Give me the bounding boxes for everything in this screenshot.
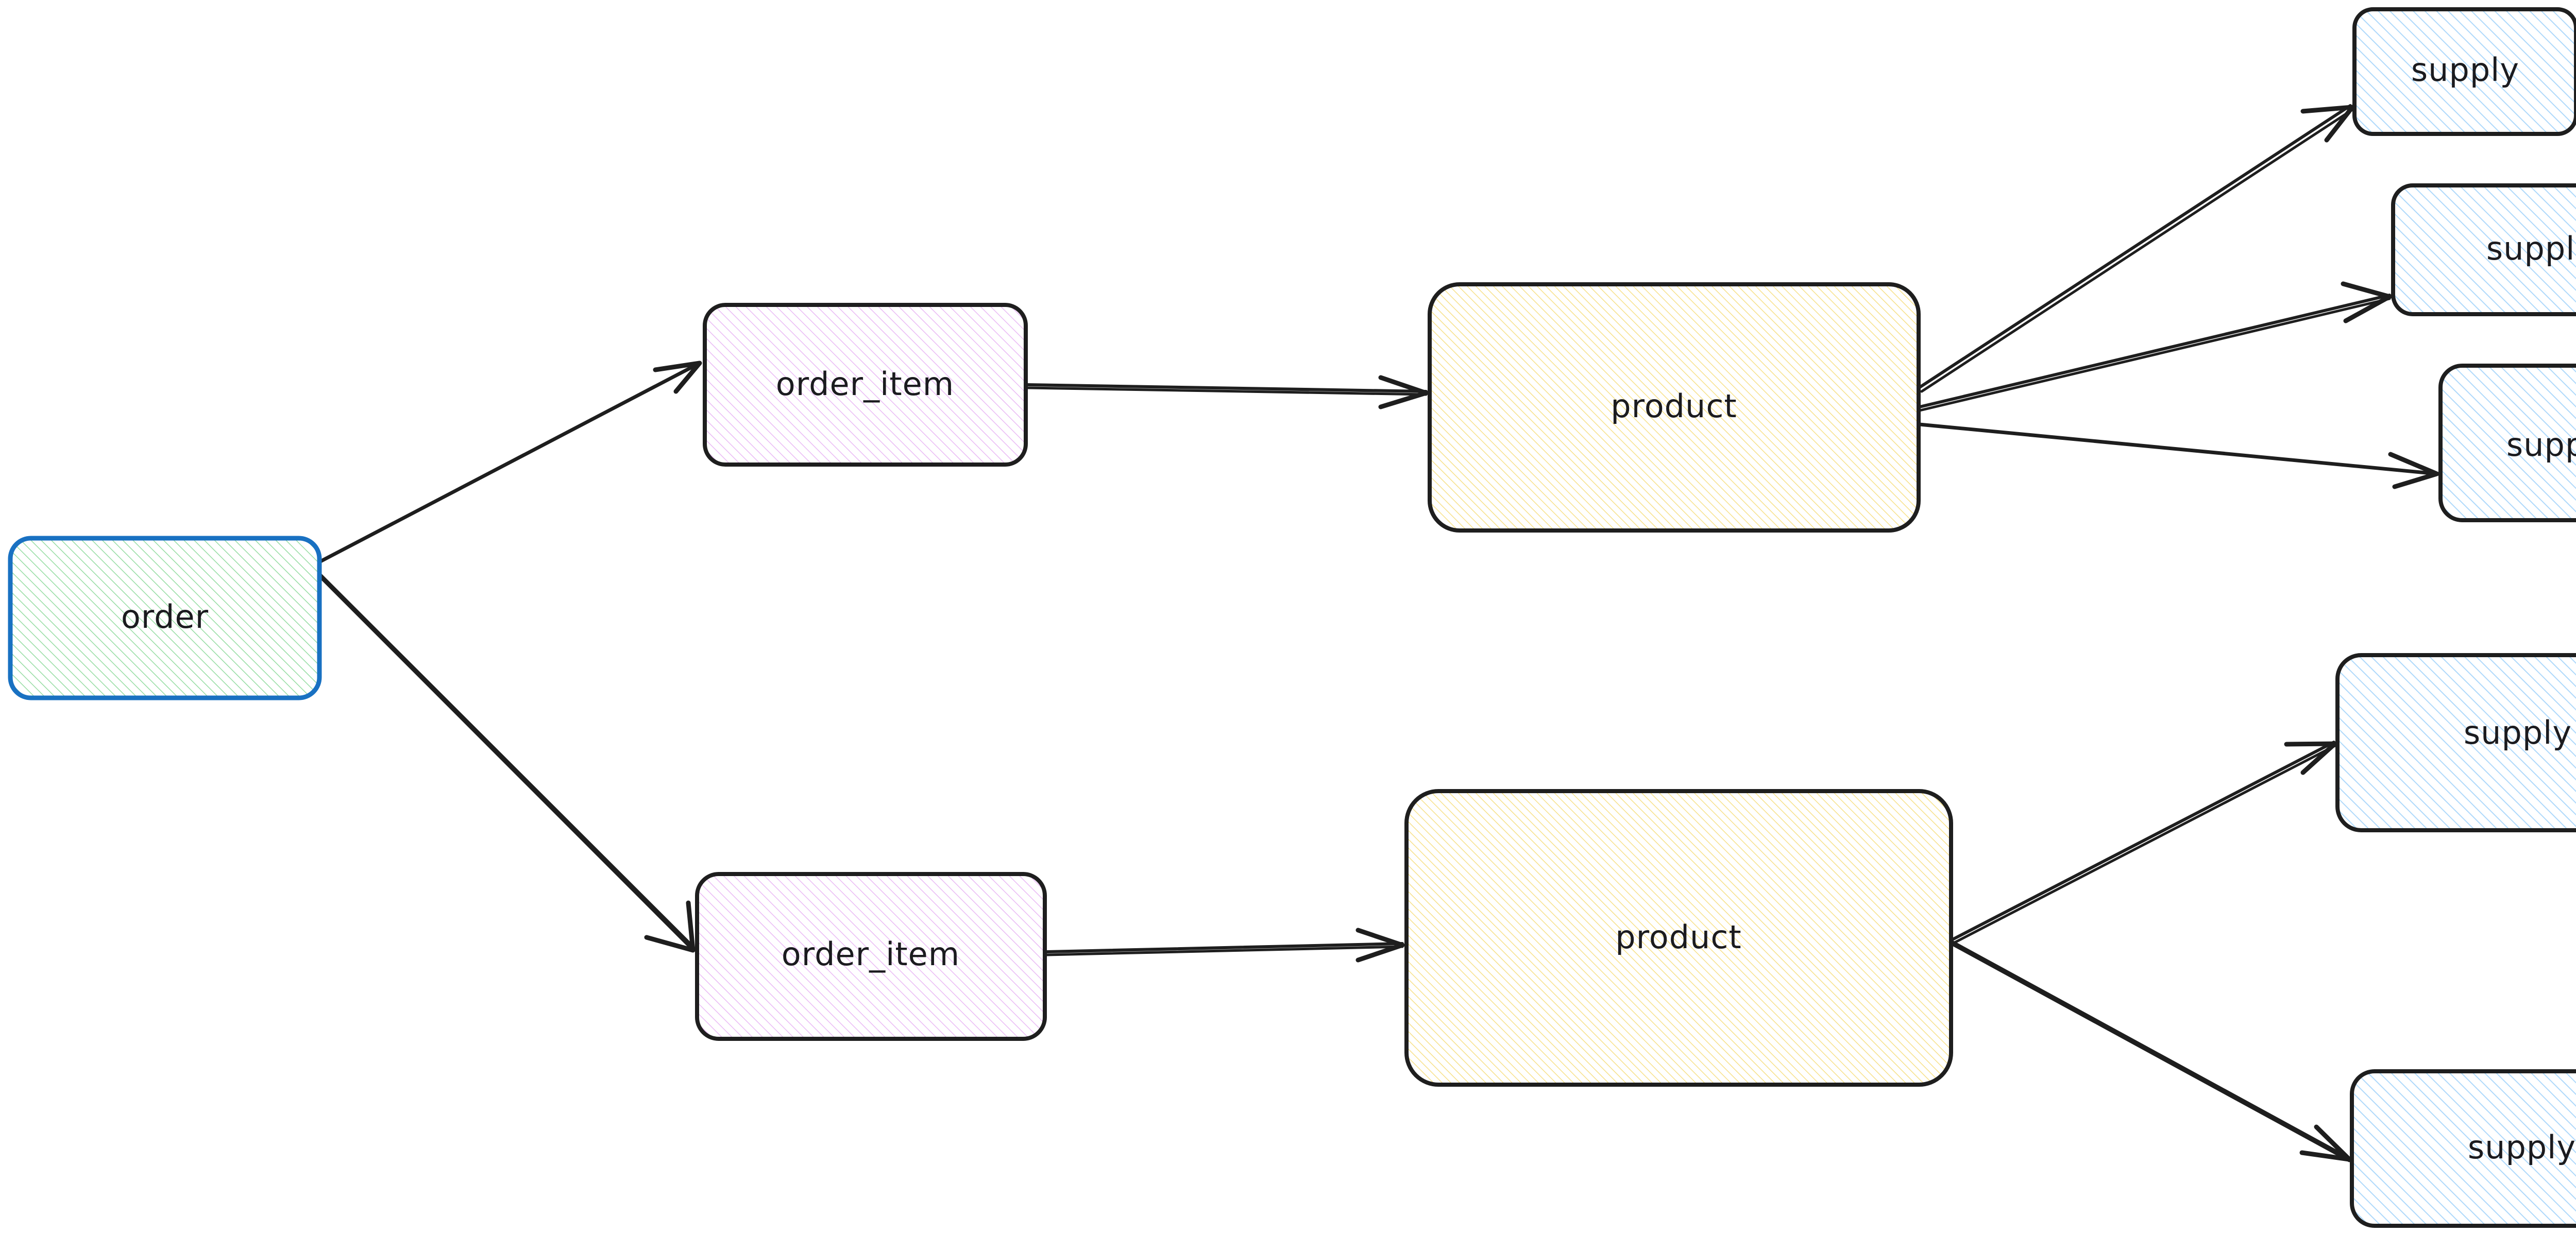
node-supply-3-shape[interactable]	[2438, 364, 2576, 522]
node-order-item-1-label: order_item	[776, 365, 954, 403]
edge-product-2-to-supply-4	[1950, 741, 2337, 945]
edge-order-to-order-item-2	[319, 574, 696, 953]
node-order-item-1[interactable]: order_item	[703, 303, 1028, 467]
node-order-item-2-shape[interactable]	[695, 872, 1047, 1041]
node-order-label: order	[121, 598, 209, 636]
nodes-layer: order order_item order_item product prod…	[8, 7, 2576, 1228]
node-order-item-2[interactable]: order_item	[695, 872, 1047, 1041]
node-order-shape[interactable]	[8, 536, 322, 700]
node-product-1-shape[interactable]	[1428, 282, 1921, 533]
node-supply-2[interactable]: supply	[2391, 183, 2576, 316]
node-product-2[interactable]: product	[1404, 789, 1953, 1087]
node-supply-2-label: supply	[2486, 230, 2576, 267]
node-supply-4[interactable]: supply	[2335, 653, 2576, 832]
node-order-item-2-label: order_item	[782, 935, 960, 973]
node-supply-4-shape[interactable]	[2335, 653, 2576, 832]
node-supply-4-label: supply	[2464, 714, 2572, 751]
node-supply-1-shape[interactable]	[2352, 7, 2576, 136]
edge-product-1-to-supply-2	[1918, 281, 2392, 412]
edges-layer	[318, 104, 2439, 1162]
node-product-2-shape[interactable]	[1404, 789, 1953, 1087]
edge-product-1-to-supply-3	[1918, 422, 2439, 489]
node-supply-1-label: supply	[2411, 51, 2519, 89]
edge-order-to-order-item-1	[318, 361, 702, 563]
node-supply-1[interactable]: supply	[2352, 7, 2576, 136]
node-product-1[interactable]: product	[1428, 282, 1921, 533]
edge-product-2-to-supply-5	[1950, 940, 2352, 1162]
node-product-1-label: product	[1611, 387, 1737, 425]
node-order-item-1-shape[interactable]	[703, 303, 1028, 467]
edge-product-1-to-supply-1	[1918, 104, 2355, 393]
edge-order-item-1-to-product-1	[1026, 375, 1429, 409]
node-order[interactable]: order	[8, 536, 322, 700]
node-supply-5-shape[interactable]	[2350, 1069, 2576, 1228]
node-supply-5[interactable]: supply	[2350, 1069, 2576, 1228]
node-supply-3-label: supply	[2506, 426, 2576, 464]
node-supply-2-shape[interactable]	[2391, 183, 2576, 316]
node-supply-3[interactable]: supply	[2438, 364, 2576, 522]
node-product-2-label: product	[1615, 918, 1741, 956]
node-supply-5-label: supply	[2468, 1128, 2576, 1166]
edge-order-item-2-to-product-2	[1045, 928, 1405, 963]
